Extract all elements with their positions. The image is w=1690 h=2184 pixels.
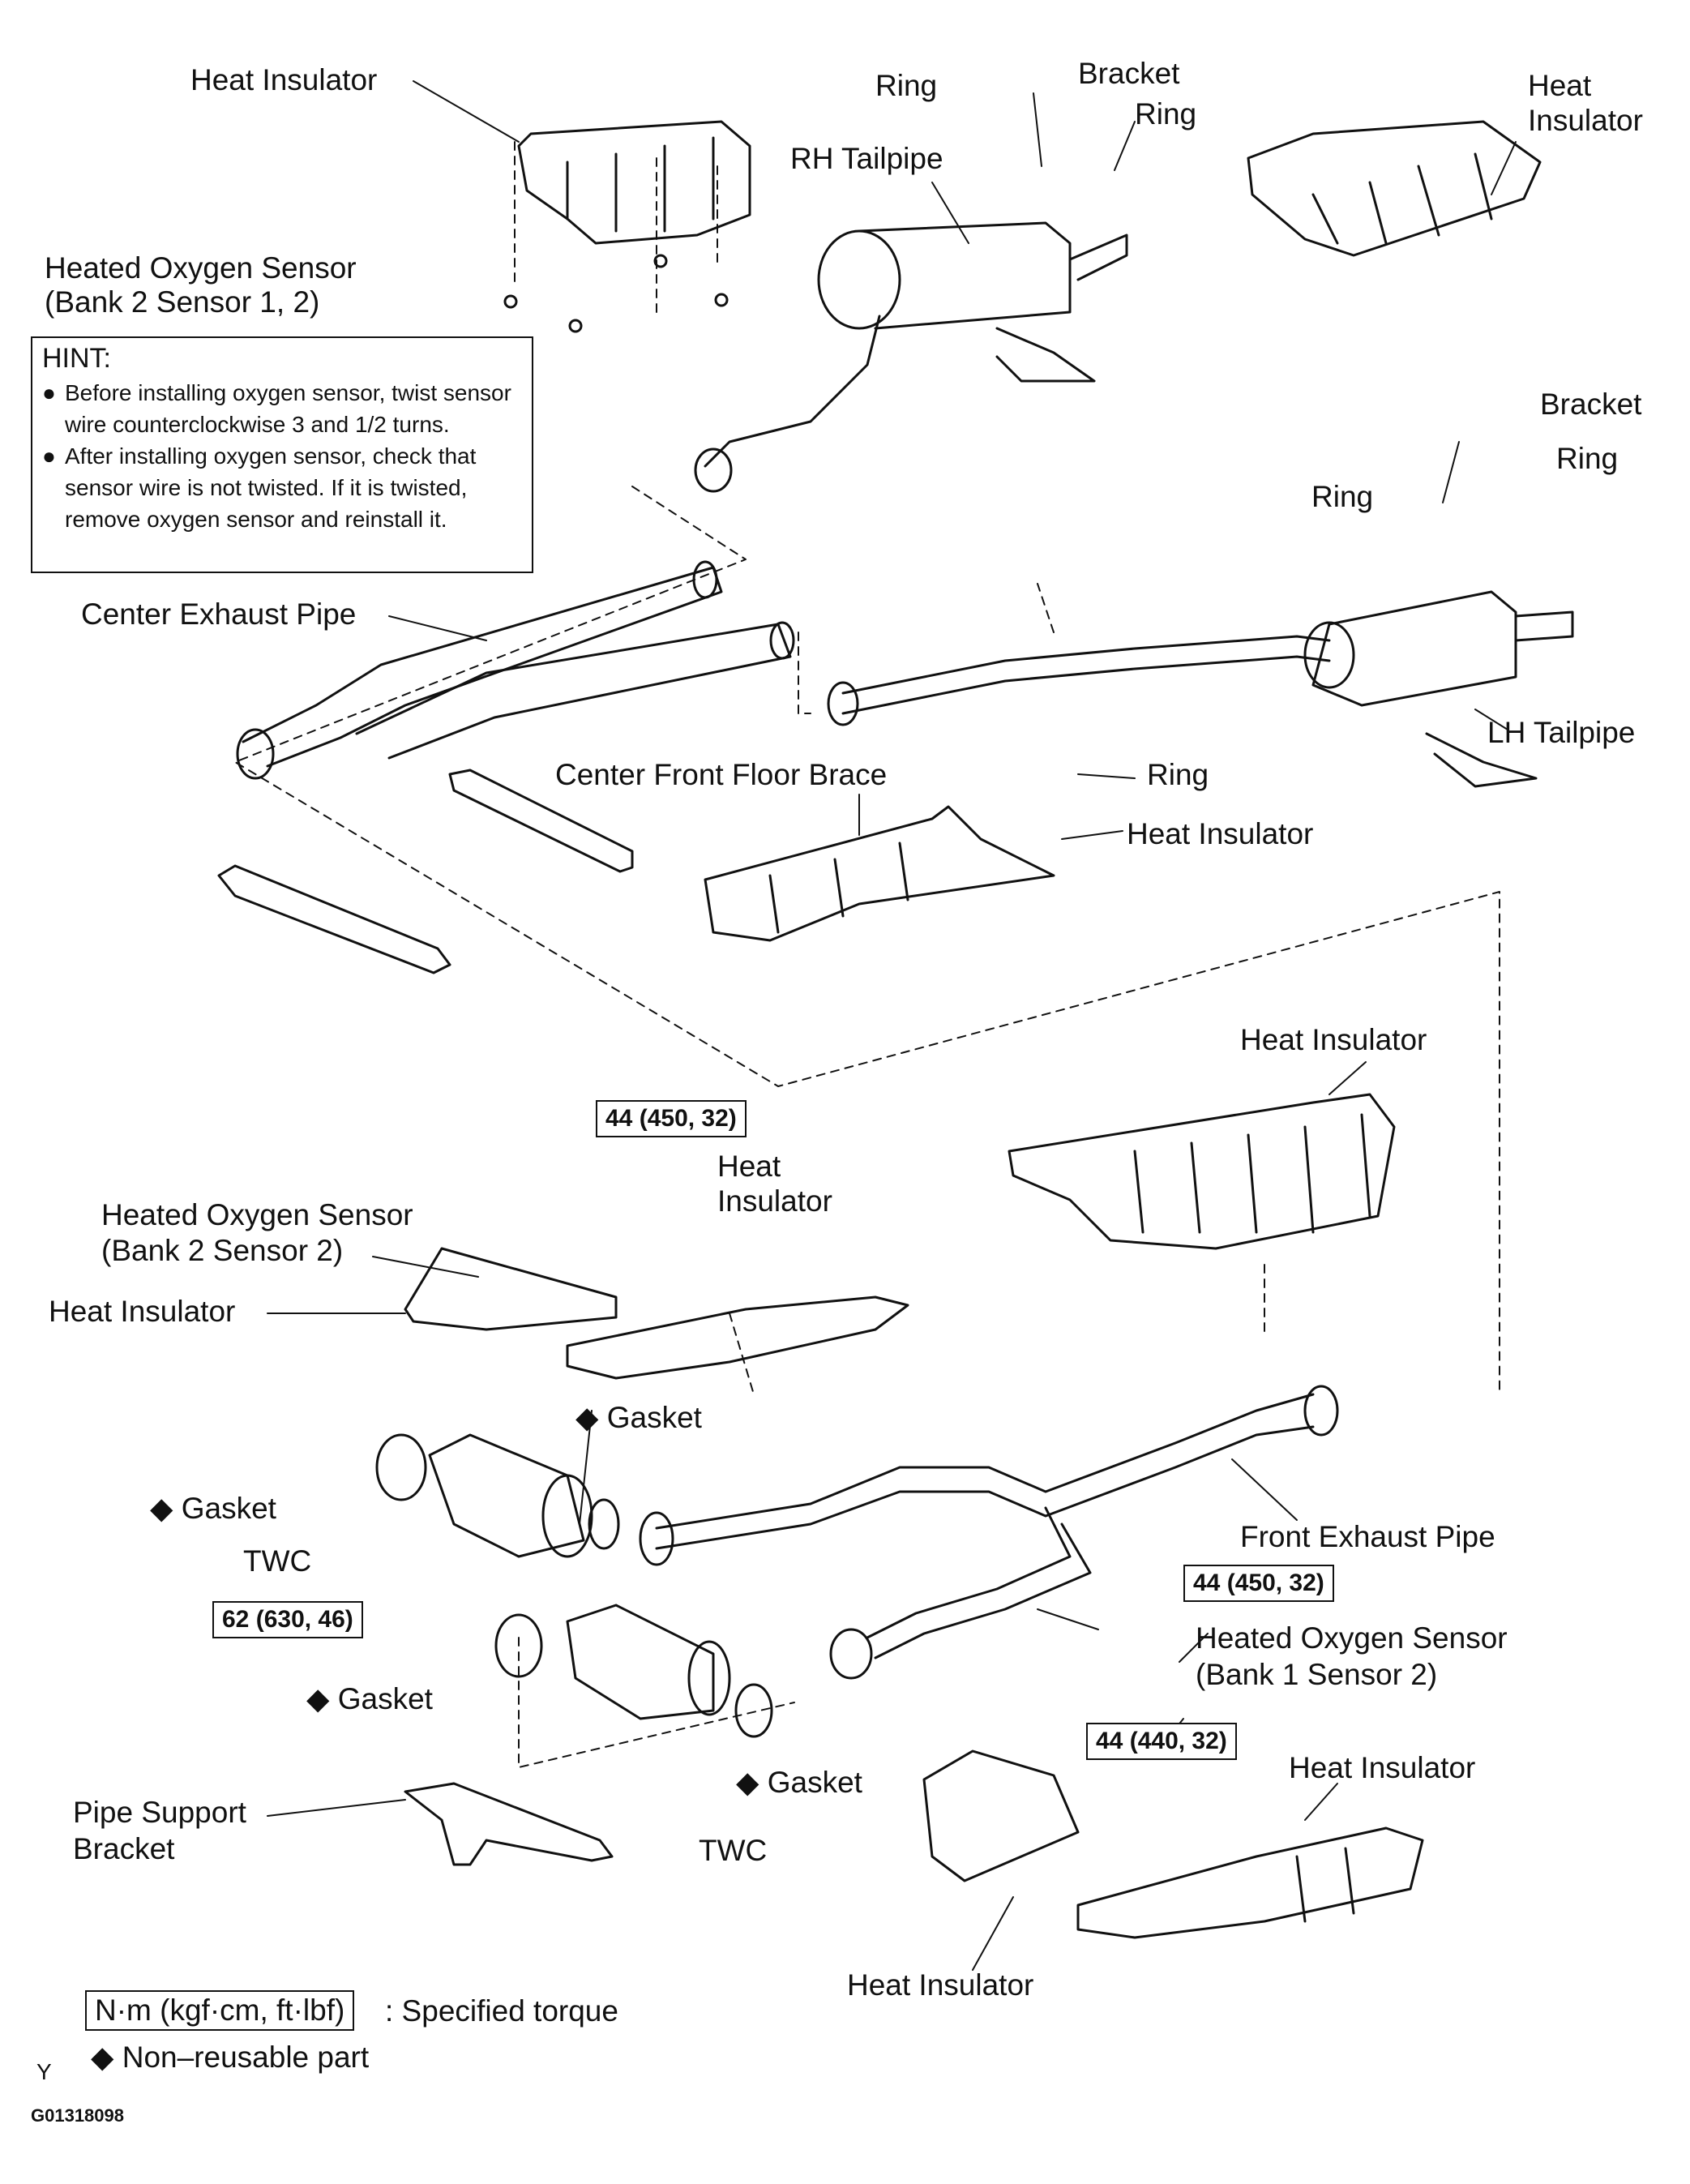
heat-insulator-label: Heat Insulator (847, 1968, 1034, 2002)
twc-label: TWC (699, 1834, 768, 1867)
heat-insulator-lower-left-parts (404, 1247, 909, 1380)
pipe-support-bracket-part (404, 1782, 614, 1866)
ring-label: Ring (1311, 480, 1374, 513)
corner-mark: Y (36, 2059, 52, 2084)
ring-label: Ring (1147, 758, 1209, 791)
twc-label: TWC (243, 1544, 312, 1578)
heated-oxygen-sensor-bank-label: (Bank 2 Sensor 2) (101, 1234, 344, 1267)
hint-box: HINT: ● Before installing oxygen sensor, … (31, 336, 533, 573)
heat-insulator-label: Insulator (717, 1184, 832, 1218)
hint-item: ● Before installing oxygen sensor, twist … (42, 377, 522, 440)
heat-insulator-label: Heat (717, 1150, 781, 1183)
heat-insulator-label: Heat Insulator (1127, 817, 1314, 850)
hint-list: ● Before installing oxygen sensor, twist … (42, 377, 522, 535)
front-exhaust-pipe-label: Front Exhaust Pipe (1240, 1520, 1495, 1553)
figure-id: G01318098 (31, 2105, 124, 2126)
twc-parts (375, 1433, 773, 1738)
gasket-label: ◆ Gasket (306, 1682, 433, 1715)
heated-oxygen-sensor-bank-label: (Bank 1 Sensor 2) (1196, 1658, 1438, 1691)
heated-oxygen-sensor-label: Heated Oxygen Sensor (1196, 1621, 1508, 1655)
hint-title: HINT: (42, 343, 111, 374)
lh-tailpipe-label: LH Tailpipe (1487, 716, 1636, 749)
bullet-icon: ● (42, 380, 56, 405)
torque-legend-description: : Specified torque (385, 1994, 618, 2028)
heat-insulator-label: Heat Insulator (49, 1295, 236, 1328)
torque-spec-box: 62 (630, 46) (212, 1601, 363, 1638)
bracket-label: Bracket (1078, 57, 1180, 90)
heat-insulator-label: Heat Insulator (1289, 1751, 1476, 1784)
heat-insulator-label: Insulator (1528, 104, 1643, 137)
heat-insulator-label: Heat Insulator (1240, 1023, 1427, 1056)
torque-unit-legend: N·m (kgf·cm, ft·lbf) (85, 1990, 355, 2031)
heated-oxygen-sensor-label: Heated Oxygen Sensor (45, 251, 357, 285)
heat-insulator-lower-right-part (1008, 1093, 1396, 1250)
hint-text: Before installing oxygen sensor, twist s… (65, 380, 511, 437)
center-exhaust-pipe-part (236, 560, 795, 780)
ring-label: Ring (1556, 442, 1619, 475)
heat-insulator-label: Heat Insulator (190, 63, 378, 96)
gasket-label: ◆ Gasket (575, 1401, 702, 1434)
rh-tailpipe-label: RH Tailpipe (790, 142, 943, 175)
lh-tailpipe-part (827, 590, 1574, 788)
ring-label: Ring (875, 69, 938, 102)
gasket-label: ◆ Gasket (150, 1492, 276, 1525)
center-front-floor-brace-part (217, 769, 634, 974)
rh-tailpipe-part (694, 221, 1128, 493)
label-leader-lines (267, 80, 1517, 1971)
bullet-icon: ● (42, 443, 56, 469)
ring-label: Ring (1135, 97, 1197, 131)
torque-spec-box: 44 (450, 32) (596, 1100, 747, 1137)
heated-oxygen-sensor-label: Heated Oxygen Sensor (101, 1198, 413, 1231)
nonreusable-legend: ◆ Non–reusable part (91, 2041, 370, 2074)
center-front-floor-brace-label: Center Front Floor Brace (555, 758, 888, 791)
pipe-support-bracket-label: Bracket (73, 1832, 175, 1865)
hint-item: ● After installing oxygen sensor, check t… (42, 440, 522, 535)
heat-insulator-mid-part (704, 805, 1055, 942)
front-exhaust-pipe-part (639, 1385, 1339, 1680)
heat-insulator-top-left-part (503, 120, 751, 333)
torque-spec-box: 44 (450, 32) (1183, 1565, 1334, 1602)
heat-insulator-bottom-parts (922, 1749, 1424, 1939)
heat-insulator-label: Heat (1528, 69, 1592, 102)
heated-oxygen-sensor-bank-label: (Bank 2 Sensor 1, 2) (45, 285, 320, 319)
assembly-dashed-lines (234, 141, 1500, 1768)
center-exhaust-pipe-label: Center Exhaust Pipe (81, 597, 357, 631)
gasket-label: ◆ Gasket (736, 1766, 862, 1799)
hint-text: After installing oxygen sensor, check th… (65, 443, 477, 532)
pipe-support-bracket-label: Pipe Support (73, 1796, 246, 1829)
bracket-label: Bracket (1540, 388, 1642, 421)
heat-insulator-top-right-part (1247, 120, 1542, 257)
torque-spec-box: 44 (440, 32) (1086, 1723, 1237, 1760)
